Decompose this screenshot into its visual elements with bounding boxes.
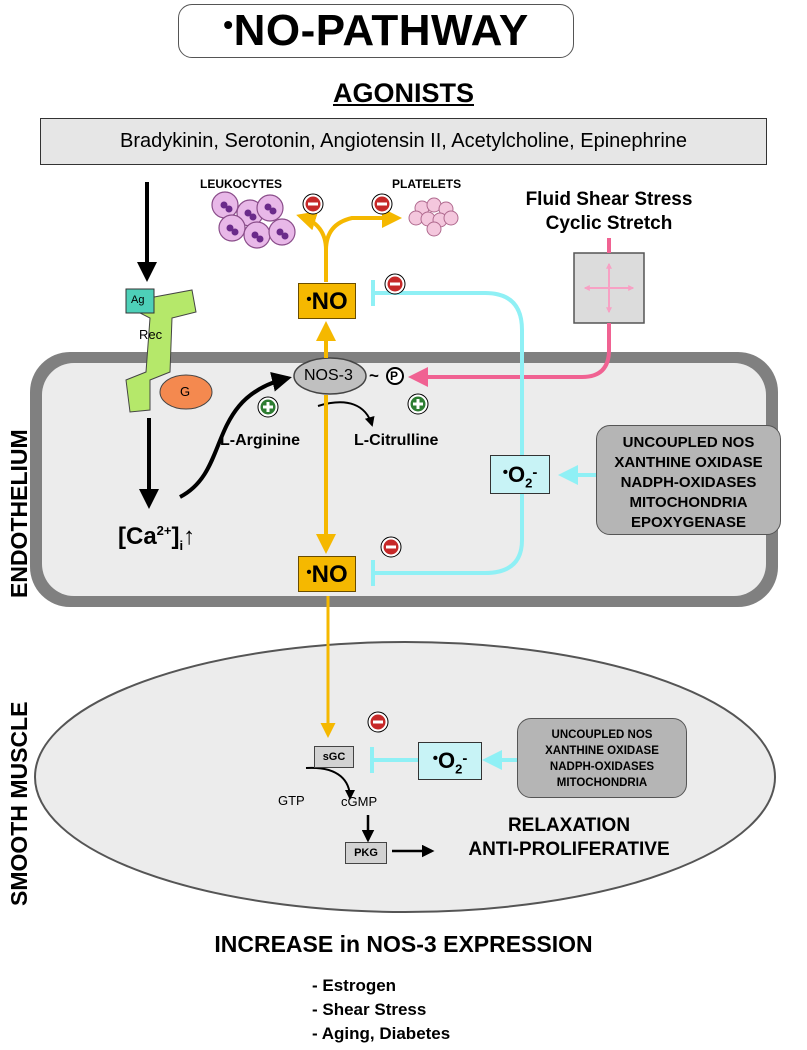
nos3-enzyme [293, 357, 367, 395]
receptor-shape [125, 289, 197, 413]
agonist-ligand [125, 288, 155, 314]
sgc-box: sGC [314, 746, 354, 768]
radical-dot: • [306, 291, 312, 308]
calcium-to-nos3-arrow [179, 372, 292, 499]
source-item: MITOCHONDRIA [556, 777, 648, 789]
increase-arrow-icon: ↑ [183, 523, 196, 550]
no-label: NO [311, 288, 348, 315]
title-box: •NO-PATHWAY [178, 4, 574, 58]
list-item: - Shear Stress [312, 1000, 427, 1019]
calcium-charge: 2+ [156, 523, 172, 538]
leukocytes-icon [211, 191, 296, 249]
pkg-box: PKG [345, 842, 387, 864]
source-item: EPOXYGENASE [630, 514, 747, 531]
superoxide-base: O [437, 748, 456, 773]
no-to-platelets-arrow [324, 208, 402, 251]
radical-dot: • [502, 464, 508, 481]
source-item: UNCOUPLED NOS [551, 729, 653, 741]
page-title: NO-PATHWAY [233, 6, 529, 55]
superoxide-charge: - [462, 750, 468, 767]
endothelial-cytoplasm [42, 363, 766, 596]
platelets-icon [408, 197, 459, 237]
calcium-label: [Ca2+]i↑ [118, 523, 195, 553]
smooth-muscle-ros-sources: UNCOUPLED NOS XANTHINE OXIDASE NADPH-OXI… [517, 718, 687, 798]
gtp-label: GTP [278, 793, 305, 808]
l-arginine-label: L-Arginine [220, 432, 300, 449]
shear-to-nos3-arrow [408, 323, 611, 387]
endothelium-layer-label: ENDOTHELIUM [6, 429, 32, 598]
radical-dot: • [432, 750, 438, 767]
phosphate-label: P [390, 369, 399, 383]
source-item: NADPH-OXIDASES [549, 761, 655, 773]
platelets-label: PLATELETS [392, 177, 462, 191]
radical-dot: • [306, 564, 312, 581]
superoxide-subscript: 2 [455, 761, 463, 777]
superoxide-charge: - [532, 464, 538, 481]
expression-heading: INCREASE in NOS-3 EXPRESSION [214, 931, 593, 957]
l-citrulline-label: L-Citrulline [354, 432, 439, 449]
receptor-label: Rec [139, 327, 163, 342]
no-box-top: •NO [298, 283, 356, 319]
leukocytes-label: LEUKOCYTES [200, 177, 283, 191]
smooth-muscle-cell [34, 641, 776, 913]
superoxide-box-endothelium: •O2- [490, 455, 550, 494]
no-label: NO [311, 561, 348, 588]
source-item: UNCOUPLED NOS [622, 434, 755, 451]
agonists-list: Bradykinin, Serotonin, Angiotensin II, A… [40, 118, 767, 165]
source-item: XANTHINE OXIDASE [545, 745, 659, 757]
source-item: NADPH-OXIDASES [620, 474, 757, 491]
nos3-label: NOS-3 [304, 367, 353, 384]
endothelium-ros-sources: UNCOUPLED NOS XANTHINE OXIDASE NADPH-OXI… [596, 425, 781, 535]
fluid-shear-stress-label: Fluid Shear Stress [525, 189, 693, 210]
g-protein [159, 374, 213, 410]
superoxide-base: O [507, 462, 526, 487]
no-box-bottom: •NO [298, 556, 356, 592]
agonist-label: Ag [131, 294, 145, 306]
o2-to-no-inhibit-top [375, 291, 524, 455]
smooth-muscle-layer-label: SMOOTH MUSCLE [6, 701, 32, 906]
agonists-heading: AGONISTS [332, 78, 474, 108]
list-item: - Estrogen [312, 976, 397, 995]
relaxation-label: RELAXATION [507, 815, 631, 836]
source-item: XANTHINE OXIDASE [614, 454, 763, 471]
anti-proliferative-label: ANTI-PROLIFERATIVE [468, 839, 670, 860]
source-item: MITOCHONDRIA [629, 494, 748, 511]
cyclic-stretch-label: Cyclic Stretch [545, 213, 673, 234]
no-to-leukocytes-arrow [296, 211, 328, 282]
calcium-close: ] [171, 523, 180, 550]
tilde-label: ~ [369, 366, 379, 385]
calcium-base: [Ca [118, 523, 157, 550]
multidirectional-arrows-icon [583, 262, 635, 314]
radical-dot: • [223, 9, 234, 40]
superoxide-subscript: 2 [525, 475, 533, 491]
superoxide-box-smooth-muscle: •O2- [418, 742, 482, 780]
calcium-subscript: i [179, 537, 184, 553]
mechanical-stimuli: Fluid Shear Stress Cyclic Stretch [494, 188, 724, 236]
o2-to-no-inhibit-bottom [375, 493, 524, 575]
smooth-muscle-effects: RELAXATION ANTI-PROLIFERATIVE [434, 814, 704, 862]
phosphate-group [386, 367, 404, 385]
cgmp-label: cGMP [341, 794, 378, 809]
expression-list: - Estrogen - Shear Stress - Aging, Diabe… [312, 974, 450, 1046]
g-protein-label: G [180, 384, 191, 399]
list-item: - Aging, Diabetes [312, 1024, 451, 1043]
